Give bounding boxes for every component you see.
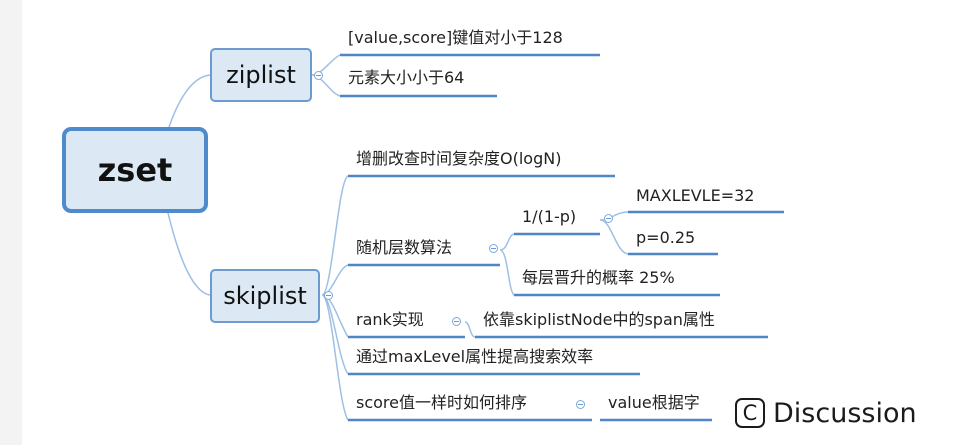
random-level-formula[interactable]: 1/(1-p) [522,207,577,226]
skiplist-item-complexity[interactable]: 增删改查时间复杂度O(logN) [356,149,562,168]
discussion-label: Discussion [773,397,917,429]
formula-p[interactable]: p=0.25 [636,228,696,247]
skiplist-item-score[interactable]: score值一样时如何排序 [356,393,527,412]
connector-rank-detail [464,321,476,338]
skiplist-item-random-level[interactable]: 随机层数算法 [356,238,453,257]
c-icon: C [735,398,765,428]
ziplist-node[interactable]: ziplist [210,48,312,102]
skiplist-item-rank[interactable]: rank实现 [356,310,424,329]
skiplist-item-search[interactable]: 通过maxLevel属性提高搜索效率 [356,347,594,366]
formula-collapse-icon[interactable] [604,214,613,223]
skiplist-node[interactable]: skiplist [210,269,320,323]
score-detail[interactable]: value根据字 [608,393,700,412]
rank-detail[interactable]: 依靠skiplistNode中的span属性 [483,310,715,329]
root-label: zset [97,151,173,189]
discussion-badge[interactable]: C Discussion [735,395,917,431]
left-margin-bar [0,0,22,445]
ziplist-collapse-icon[interactable] [314,71,323,80]
ziplist-label: ziplist [226,61,296,89]
random-level-probability[interactable]: 每层晋升的概率 25% [522,268,675,287]
score-collapse-icon[interactable] [576,400,585,409]
ziplist-item-1[interactable]: [value,score]键值对小于128 [348,28,563,47]
root-node[interactable]: zset [62,127,208,213]
skiplist-collapse-icon[interactable] [324,291,333,300]
formula-maxlevel[interactable]: MAXLEVLE=32 [636,186,755,205]
connector-skiplist-children [321,175,349,421]
random-level-collapse-icon[interactable] [489,244,498,253]
connector-formula-children [599,211,629,255]
connector-random-level-children [499,233,515,296]
skiplist-label: skiplist [223,282,307,310]
ziplist-item-2[interactable]: 元素大小小于64 [348,68,465,87]
rank-collapse-icon[interactable] [452,317,461,326]
connector-root-skiplist [164,199,211,296]
